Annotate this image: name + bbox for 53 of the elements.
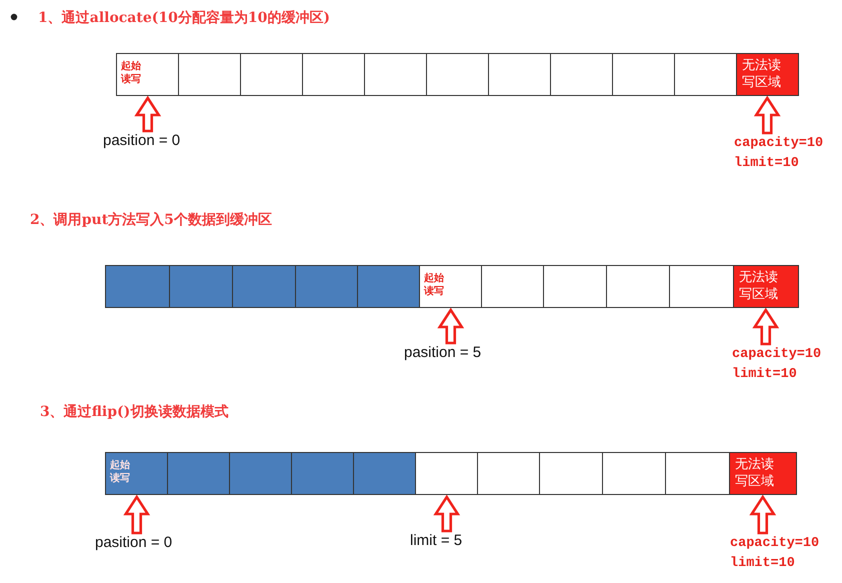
pointer-label: limit=10 bbox=[732, 366, 798, 384]
buffer-cell bbox=[602, 452, 666, 495]
blocked-cell: 无法读写区域 bbox=[736, 53, 798, 96]
buffer-cell bbox=[167, 452, 230, 495]
pointer-label: capacity=10 bbox=[732, 346, 822, 364]
buffer-cell bbox=[291, 452, 354, 495]
blocked-cell: 无法读写区域 bbox=[729, 452, 796, 495]
buffer-cell bbox=[669, 265, 734, 308]
buffer-cell bbox=[665, 452, 730, 495]
buffer-cell bbox=[169, 265, 234, 308]
buffer-cell bbox=[543, 265, 608, 308]
pointer-label: capacity=10 bbox=[734, 135, 824, 153]
buffer-cell: 起始读写 bbox=[105, 452, 168, 495]
blocked-cell: 无法读写区域 bbox=[733, 265, 798, 308]
block-arrow bbox=[754, 96, 781, 134]
buffer-cell bbox=[357, 265, 420, 308]
buffer-cell bbox=[232, 265, 296, 308]
buffer-cell bbox=[606, 265, 670, 308]
buffer-cell: 起始读写 bbox=[419, 265, 482, 308]
pointer-label: limit = 5 bbox=[410, 532, 462, 549]
step-heading: 3、通过flip()切换读数据模式 bbox=[40, 403, 228, 421]
buffer-cell bbox=[539, 452, 604, 495]
pointer-label: limit=10 bbox=[730, 555, 796, 573]
buffer-cell bbox=[229, 452, 292, 495]
buffer-cell bbox=[426, 53, 490, 96]
block-arrow bbox=[123, 494, 150, 534]
buffer-cell bbox=[550, 53, 614, 96]
buffer-cell bbox=[240, 53, 304, 96]
buffer-cell bbox=[481, 265, 544, 308]
pointer-label: limit=10 bbox=[734, 155, 800, 173]
block-arrow bbox=[749, 494, 776, 534]
block-arrow bbox=[134, 96, 162, 132]
buffer-cell: 起始读写 bbox=[116, 53, 180, 96]
step-heading: 2、调用put方法写入5个数据到缓冲区 bbox=[30, 211, 272, 229]
buffer-cell bbox=[674, 53, 738, 96]
buffer-cell bbox=[178, 53, 242, 96]
buffer-cell bbox=[612, 53, 676, 96]
block-arrow bbox=[752, 308, 780, 346]
pointer-label: capacity=10 bbox=[730, 535, 820, 553]
buffer-cell bbox=[353, 452, 416, 495]
buffer-cell bbox=[295, 265, 358, 308]
step-heading: 1、通过allocate(10分配容量为10的缓冲区) bbox=[38, 9, 330, 27]
pointer-label: pasition = 0 bbox=[103, 132, 180, 149]
buffer-cell bbox=[105, 265, 170, 308]
block-arrow bbox=[433, 494, 460, 532]
buffer-cell bbox=[364, 53, 428, 96]
pointer-label: pasition = 0 bbox=[95, 534, 172, 551]
buffer-cell bbox=[477, 452, 540, 495]
buffer-cell bbox=[488, 53, 552, 96]
block-arrow bbox=[437, 308, 464, 344]
pointer-label: pasition = 5 bbox=[404, 344, 482, 361]
buffer-cell bbox=[302, 53, 366, 96]
buffer-cell bbox=[415, 452, 478, 495]
